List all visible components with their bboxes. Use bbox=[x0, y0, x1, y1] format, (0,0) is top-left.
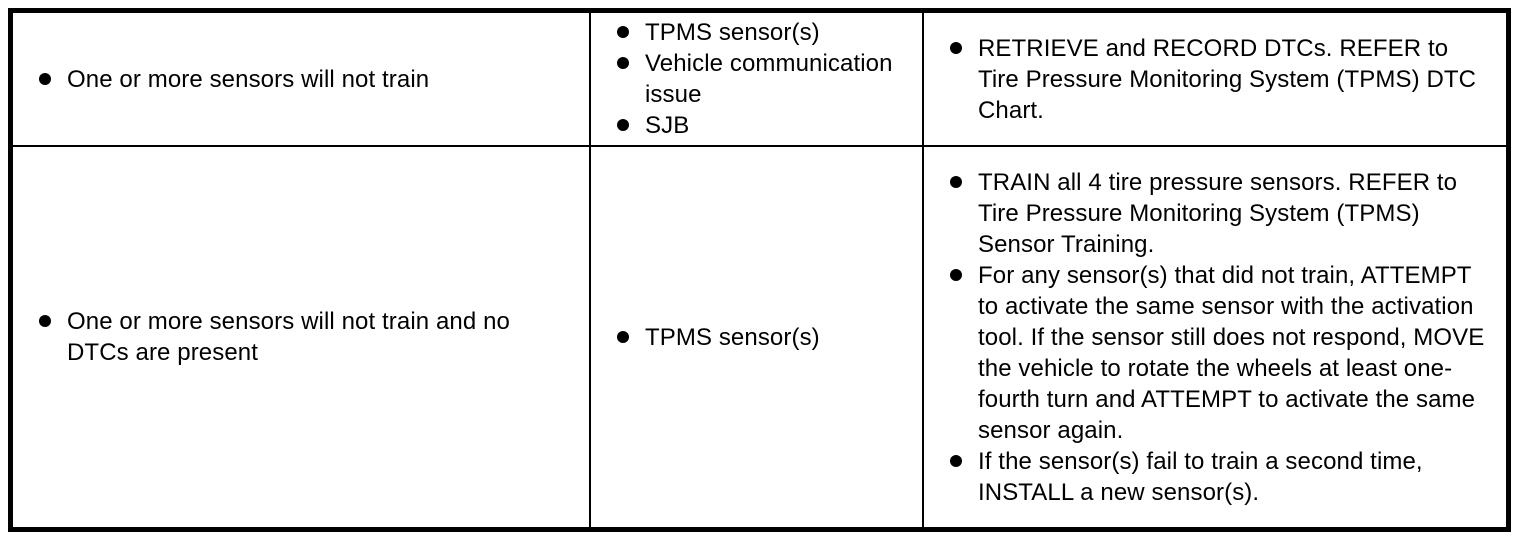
source-item: TPMS sensor(s) bbox=[617, 17, 918, 48]
source-item: SJB bbox=[617, 110, 918, 141]
bullet-icon bbox=[950, 454, 962, 467]
bullet-icon bbox=[950, 41, 962, 54]
possible-sources-list: TPMS sensor(s) Vehicle communication iss… bbox=[591, 17, 922, 141]
bullet-icon bbox=[39, 72, 51, 85]
bullet-icon bbox=[617, 119, 629, 131]
possible-sources-cell-row1: TPMS sensor(s) Vehicle communication iss… bbox=[591, 13, 924, 147]
action-text: RETRIEVE and RECORD DTCs. REFER to Tire … bbox=[978, 34, 1477, 124]
bullet-icon bbox=[617, 330, 629, 343]
condition-text: One or more sensors will not train bbox=[67, 65, 430, 93]
bullet-icon bbox=[950, 268, 962, 281]
action-text: If the sensor(s) fail to train a second … bbox=[978, 447, 1423, 506]
action-item: For any sensor(s) that did not train, AT… bbox=[950, 260, 1485, 446]
action-item: TRAIN all 4 tire pressure sensors. REFER… bbox=[950, 167, 1485, 260]
bullet-icon bbox=[950, 175, 962, 188]
condition-item: One or more sensors will not train and n… bbox=[39, 306, 549, 368]
condition-cell-row1: One or more sensors will not train bbox=[13, 13, 591, 147]
bullet-icon bbox=[617, 57, 629, 69]
action-item: If the sensor(s) fail to train a second … bbox=[950, 446, 1485, 508]
action-list: TRAIN all 4 tire pressure sensors. REFER… bbox=[924, 167, 1506, 508]
source-item: Vehicle communication issue bbox=[617, 48, 918, 110]
action-list: RETRIEVE and RECORD DTCs. REFER to Tire … bbox=[924, 33, 1506, 126]
action-cell-row1: RETRIEVE and RECORD DTCs. REFER to Tire … bbox=[924, 13, 1506, 147]
possible-sources-cell-row2: TPMS sensor(s) bbox=[591, 147, 924, 527]
source-text: Vehicle communication issue bbox=[645, 50, 893, 108]
possible-sources-list: TPMS sensor(s) bbox=[591, 322, 922, 353]
bullet-icon bbox=[39, 315, 51, 327]
source-item: TPMS sensor(s) bbox=[617, 322, 918, 353]
action-item: RETRIEVE and RECORD DTCs. REFER to Tire … bbox=[950, 33, 1485, 126]
condition-cell-row2: One or more sensors will not train and n… bbox=[13, 147, 591, 527]
condition-list: One or more sensors will not train bbox=[13, 64, 589, 95]
condition-list: One or more sensors will not train and n… bbox=[13, 306, 589, 368]
tpms-diagnostic-table: One or more sensors will not train TPMS … bbox=[8, 8, 1511, 532]
condition-text: One or more sensors will not train and n… bbox=[67, 308, 510, 366]
bullet-icon bbox=[617, 26, 629, 38]
action-text: For any sensor(s) that did not train, AT… bbox=[978, 261, 1485, 444]
source-text: TPMS sensor(s) bbox=[645, 323, 820, 351]
condition-item: One or more sensors will not train bbox=[39, 64, 549, 95]
source-text: SJB bbox=[645, 112, 690, 139]
action-text: TRAIN all 4 tire pressure sensors. REFER… bbox=[978, 168, 1458, 258]
action-cell-row2: TRAIN all 4 tire pressure sensors. REFER… bbox=[924, 147, 1506, 527]
source-text: TPMS sensor(s) bbox=[645, 19, 820, 46]
